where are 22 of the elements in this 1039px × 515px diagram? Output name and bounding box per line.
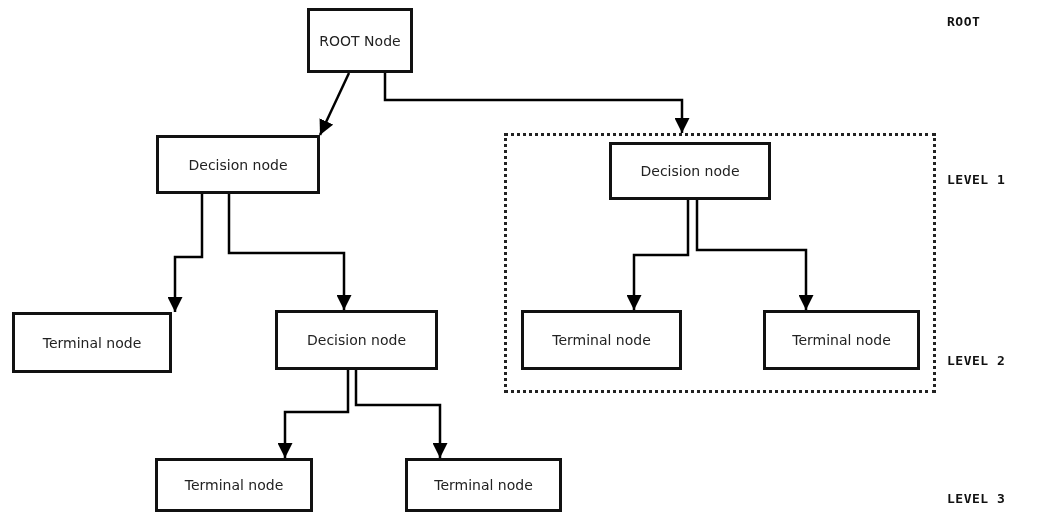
level-label: LEVEL 2	[947, 353, 1006, 368]
node-box: Terminal node	[763, 310, 920, 370]
node-box: Terminal node	[155, 458, 313, 512]
node-box: Decision node	[156, 135, 320, 194]
node-box: Decision node	[275, 310, 438, 370]
node-box: ROOT Node	[307, 8, 413, 73]
level-label: ROOT	[947, 14, 981, 29]
node-box: Decision node	[609, 142, 771, 200]
arrow	[277, 370, 350, 458]
node-box: Terminal node	[521, 310, 682, 370]
node-box: Terminal node	[405, 458, 562, 512]
dotted-group-box	[504, 133, 936, 393]
arrow	[227, 194, 352, 310]
arrow	[354, 370, 448, 458]
level-label: LEVEL 1	[947, 172, 1006, 187]
node-box: Terminal node	[12, 312, 172, 373]
arrow	[318, 72, 351, 136]
arrow	[383, 73, 690, 133]
arrow	[695, 200, 814, 310]
arrow	[626, 200, 690, 310]
level-label: LEVEL 3	[947, 491, 1006, 506]
arrow	[167, 194, 204, 312]
